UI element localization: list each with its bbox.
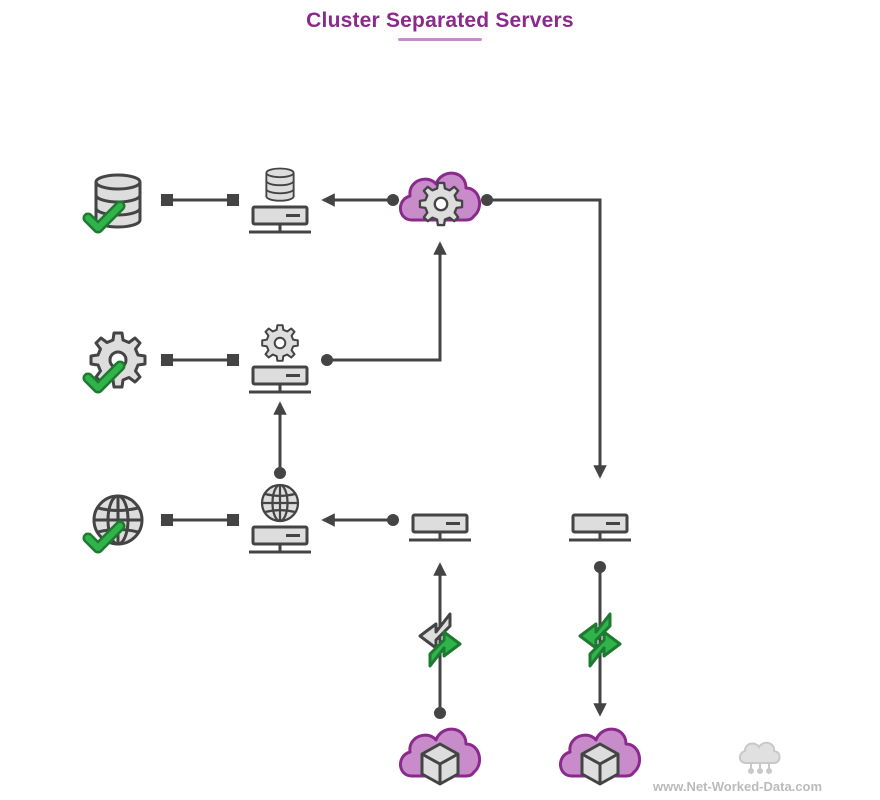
- sync-a: [418, 612, 462, 668]
- app-service: [88, 331, 147, 389]
- database-service: [88, 173, 142, 228]
- database-server: [247, 167, 313, 234]
- database-icon: [265, 167, 295, 202]
- globe-icon: [92, 494, 144, 546]
- edge-app-service-to-app-server: [161, 354, 239, 366]
- web-service: [88, 494, 144, 548]
- watermark-logo-icon: [738, 741, 781, 774]
- gear-icon: [89, 331, 147, 389]
- edge-web-server-to-app-server: [273, 401, 287, 479]
- server-b: [567, 513, 633, 542]
- edge-web-service-to-web-server: [161, 514, 239, 526]
- edge-server-b-to-cloud-box-b: [593, 561, 607, 717]
- server-icon: [567, 513, 633, 542]
- edge-database-service-to-database-server: [161, 194, 239, 206]
- server-icon: [407, 513, 473, 542]
- gear-icon: [418, 181, 464, 227]
- gear-icon: [261, 324, 299, 362]
- cube-icon: [420, 742, 460, 786]
- server-icon: [247, 205, 313, 234]
- cloud-box-b: [558, 727, 642, 786]
- server-a: [407, 513, 473, 542]
- cube-icon: [580, 742, 620, 786]
- title-underline: [398, 38, 482, 41]
- page-title: Cluster Separated Servers: [306, 9, 574, 32]
- watermark-text: www.Net-Worked-Data.com: [653, 779, 823, 794]
- sync-arrows-icon: [578, 612, 622, 668]
- server-icon: [247, 525, 313, 554]
- edge-app-server-to-cloud-gear: [321, 241, 447, 366]
- server-icon: [247, 365, 313, 394]
- cloud-gear: [398, 171, 482, 227]
- cloud-box-a: [398, 727, 482, 786]
- sync-arrows-icon: [418, 612, 462, 668]
- app-server: [247, 324, 313, 394]
- web-server: [247, 483, 313, 554]
- edge-cloud-gear-to-server-b: [481, 194, 607, 479]
- edge-cloud-gear-to-database-server: [321, 193, 399, 207]
- edge-server-a-to-web-server: [321, 513, 399, 527]
- edge-cloud-box-a-to-server-a: [433, 562, 447, 719]
- globe-icon: [260, 483, 300, 523]
- sync-b: [578, 612, 622, 668]
